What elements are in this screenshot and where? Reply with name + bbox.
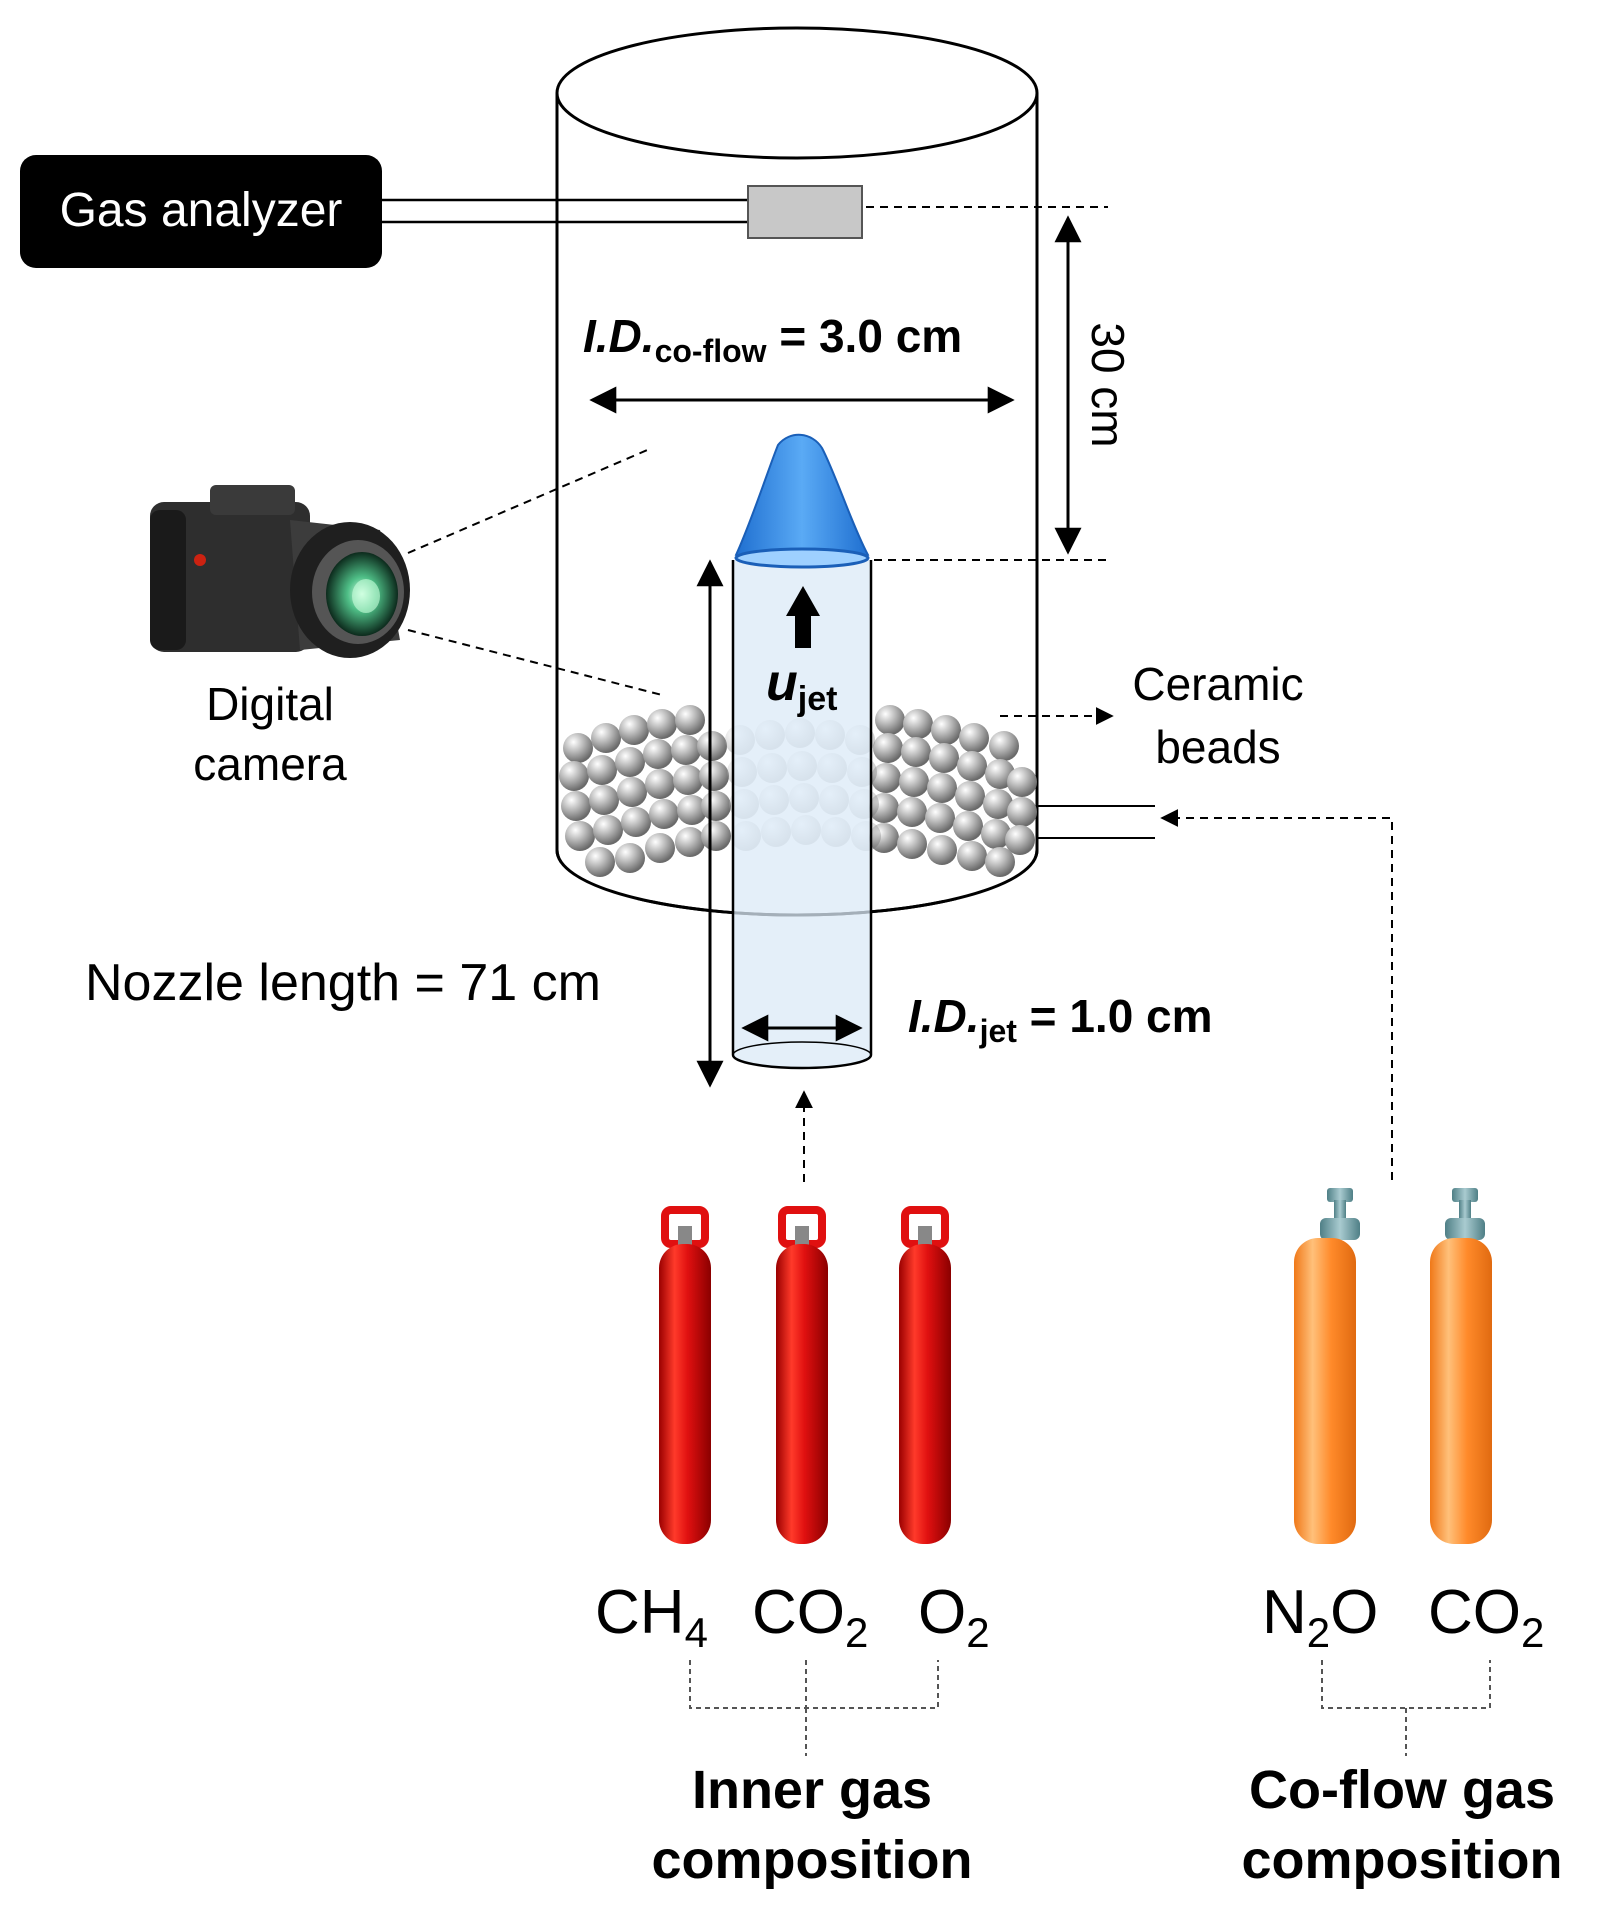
- gas-label-co2-coflow: CO2: [1428, 1578, 1544, 1656]
- cylinder-o2-icon: [899, 1206, 951, 1544]
- beads-label-line2: beads: [1155, 721, 1280, 773]
- inner-group-label-line1: Inner gas: [692, 1760, 932, 1820]
- gas-analyzer: Gas analyzer: [20, 155, 382, 268]
- coflow-inlet: [1037, 805, 1155, 839]
- jet-velocity-arrow: [786, 586, 820, 648]
- camera-label-line1: Digital: [206, 678, 334, 730]
- beads-label-line1: Ceramic: [1132, 658, 1303, 710]
- camera-label-line2: camera: [193, 738, 347, 790]
- coflow-id-label: I.D.co-flow = 3.0 cm: [583, 310, 962, 369]
- gas-label-o2: O2: [918, 1578, 990, 1656]
- fuel-nozzle: [731, 560, 873, 1070]
- coflow-group-label-line1: Co-flow gas: [1249, 1760, 1555, 1820]
- jet-id-label: I.D.jet = 1.0 cm: [908, 990, 1213, 1049]
- sampling-probe: [382, 185, 863, 239]
- chamber-top-rim: [555, 26, 1039, 160]
- cylinder-co2-coflow-icon: [1430, 1188, 1492, 1544]
- inner-group-bracket: [689, 1660, 939, 1756]
- inner-gas-cylinders: [659, 1206, 951, 1544]
- gas-label-co2-inner: CO2: [752, 1578, 868, 1656]
- coflow-gas-cylinders: [1294, 1188, 1492, 1544]
- gas-analyzer-label: Gas analyzer: [60, 184, 343, 237]
- nozzle-length-label: Nozzle length = 71 cm: [85, 954, 601, 1012]
- digital-camera-icon: [150, 485, 410, 658]
- height-label: 30 cm: [1082, 322, 1134, 447]
- cylinder-n2o-icon: [1294, 1188, 1360, 1544]
- cylinder-ch4-icon: [659, 1206, 711, 1544]
- cylinder-co2-inner-icon: [776, 1206, 828, 1544]
- gas-analyzer-box: [20, 155, 382, 268]
- coflow-group-bracket: [1321, 1660, 1491, 1756]
- coflow-group-label-line2: composition: [1242, 1830, 1563, 1890]
- jet-velocity-label: ujet: [766, 654, 837, 718]
- gas-label-ch4: CH4: [595, 1578, 708, 1656]
- sampling-probe-head: [747, 185, 863, 239]
- gas-label-n2o: N2O: [1262, 1578, 1378, 1656]
- flame: [734, 433, 870, 569]
- inner-group-label-line2: composition: [652, 1830, 973, 1890]
